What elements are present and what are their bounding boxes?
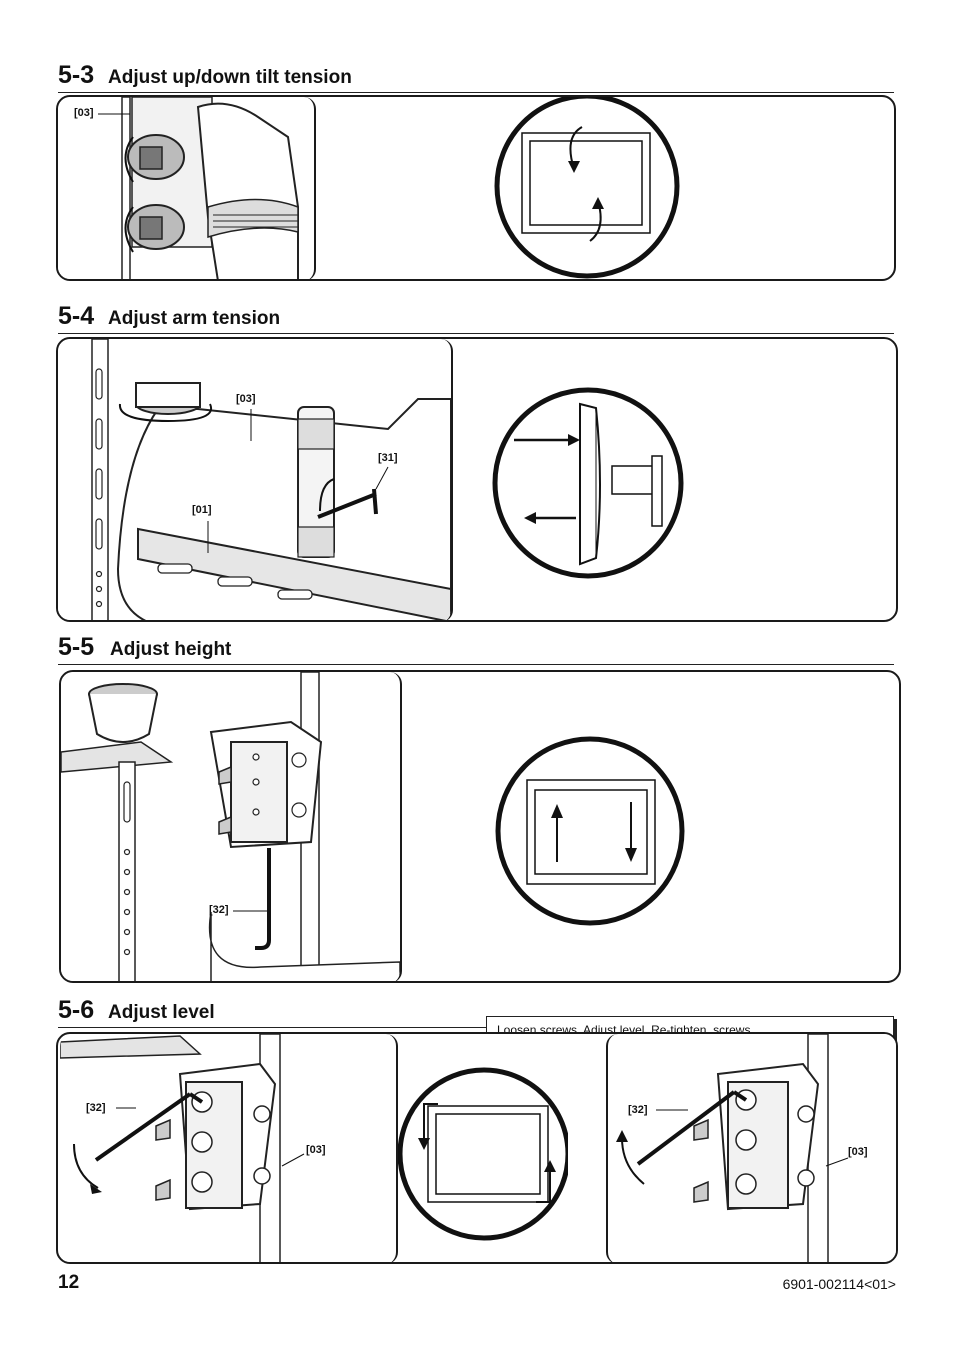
part-label: [32]	[86, 1102, 106, 1114]
height-bracket-drawing	[61, 672, 400, 981]
part-label: [31]	[378, 452, 398, 464]
part-label: [03]	[306, 1144, 326, 1156]
part-label: [03]	[74, 107, 94, 119]
level-bracket-left-drawing	[60, 1034, 305, 1262]
tilt-diagram-circle	[494, 97, 680, 279]
section-title: Adjust up/down tilt tension	[108, 67, 352, 88]
tilt-knob-illustration: [03]	[58, 97, 316, 279]
part-label: [32]	[628, 1104, 648, 1116]
section-title: Adjust height	[110, 639, 232, 660]
section-heading-5-4: 5-4 Adjust arm tension	[58, 302, 894, 334]
level-bracket-right-drawing	[616, 1034, 849, 1262]
level-bracket-left-illustration: [32] [03]	[60, 1034, 398, 1262]
part-label: [03]	[236, 393, 256, 405]
panel-tilt-tension: [03]	[56, 95, 896, 281]
page-number: 12	[58, 1272, 80, 1293]
section-heading-5-5: 5-5 Adjust height	[58, 633, 894, 665]
panel-height: [32]	[59, 670, 901, 983]
height-bracket-illustration: [32]	[61, 672, 402, 981]
section-number: 5-3	[58, 61, 95, 89]
section-number: 5-4	[58, 302, 95, 330]
height-diagram-circle	[495, 736, 685, 926]
panel-arm-tension: [03] [31] [01]	[56, 337, 898, 622]
section-title: Adjust arm tension	[108, 308, 281, 329]
section-title: Adjust level	[108, 1002, 215, 1023]
part-label: [01]	[192, 504, 212, 516]
panel-level: [32] [03] [32] [03]	[56, 1032, 898, 1264]
section-heading-5-6: 5-6 Adjust level	[58, 996, 486, 1028]
section-heading-5-3: 5-3 Adjust up/down tilt tension	[58, 61, 894, 93]
part-label: [03]	[848, 1146, 868, 1158]
tilt-bracket-drawing	[98, 97, 299, 279]
level-diagram-circle	[398, 1067, 568, 1241]
level-bracket-right-illustration: [32] [03]	[606, 1034, 896, 1262]
arm-hinge-drawing	[91, 339, 451, 620]
arm-diagram-circle	[492, 387, 684, 579]
section-number: 5-5	[58, 633, 95, 661]
section-number: 5-6	[58, 996, 95, 1024]
part-label: [32]	[209, 904, 229, 916]
document-code: 6901-002114<01>	[782, 1276, 896, 1292]
arm-hinge-illustration: [03] [31] [01]	[58, 339, 453, 620]
